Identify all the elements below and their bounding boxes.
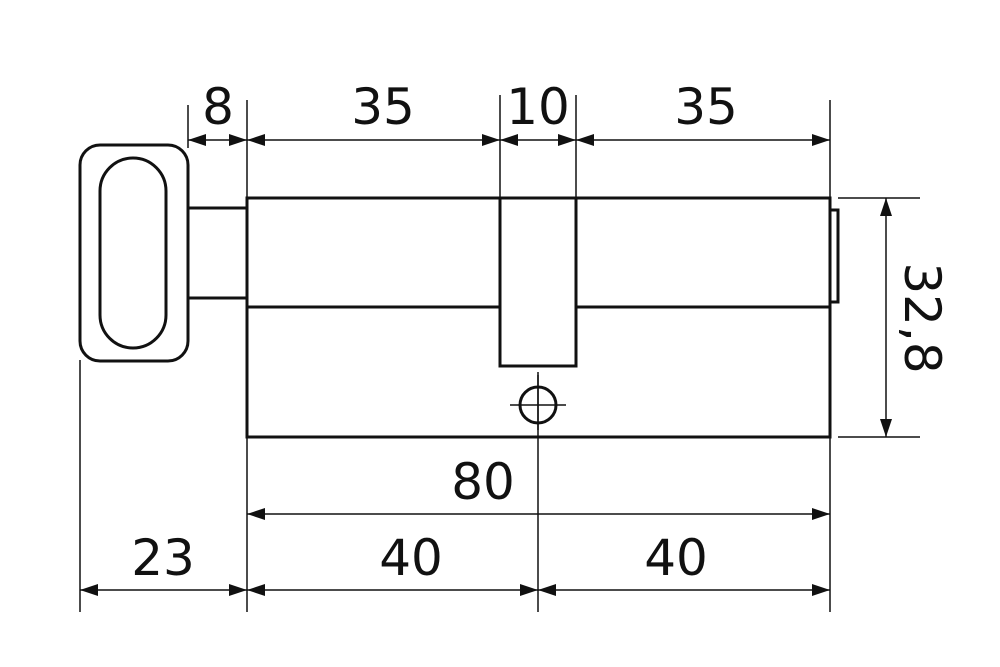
dim-label-cam: 10 (506, 78, 570, 136)
dim-label-left-half: 40 (379, 529, 443, 587)
arrow-8-right (229, 134, 247, 146)
arrow-8-left (188, 134, 206, 146)
arrow-35a-right (482, 134, 500, 146)
arrow-35a-left (247, 134, 265, 146)
screw-hole (510, 375, 566, 430)
cylinder-body (245, 196, 840, 439)
arrow-total-right (812, 508, 830, 520)
dim-label-right-section: 35 (674, 78, 738, 136)
dim-label-height: 32,8 (893, 262, 951, 373)
arrow-40a-right (520, 584, 538, 596)
arrow-10-left (500, 134, 518, 146)
total-dimension: 80 (247, 453, 830, 520)
key-end-tab (830, 208, 840, 304)
cam-slot (498, 198, 578, 368)
height-dimension: 32,8 (880, 198, 951, 437)
thumb-turn-knob (78, 143, 249, 363)
knob-grip-slot (98, 156, 168, 350)
arrow-40a-left (247, 584, 265, 596)
top-dimension-line: 8 35 10 35 (188, 78, 830, 146)
arrow-35b-left (576, 134, 594, 146)
dim-label-knob-total: 23 (131, 529, 195, 587)
body-outline (245, 196, 832, 439)
arrow-23-left (80, 584, 98, 596)
arrow-40b-left (538, 584, 556, 596)
knob-shaft (186, 206, 249, 300)
dim-label-left-section: 35 (351, 78, 415, 136)
arrow-total-left (247, 508, 265, 520)
dim-label-knob-gap: 8 (202, 78, 234, 136)
arrow-height-top (880, 198, 892, 216)
knob-outline (78, 143, 190, 363)
arrow-35b-right (812, 134, 830, 146)
dim-label-right-half: 40 (644, 529, 708, 587)
bottom-dimension-line: 23 40 40 (80, 529, 830, 596)
arrow-23-right (229, 584, 247, 596)
arrow-10-right (558, 134, 576, 146)
arrow-40b-right (812, 584, 830, 596)
dim-label-total: 80 (451, 453, 515, 511)
arrow-height-bottom (880, 419, 892, 437)
